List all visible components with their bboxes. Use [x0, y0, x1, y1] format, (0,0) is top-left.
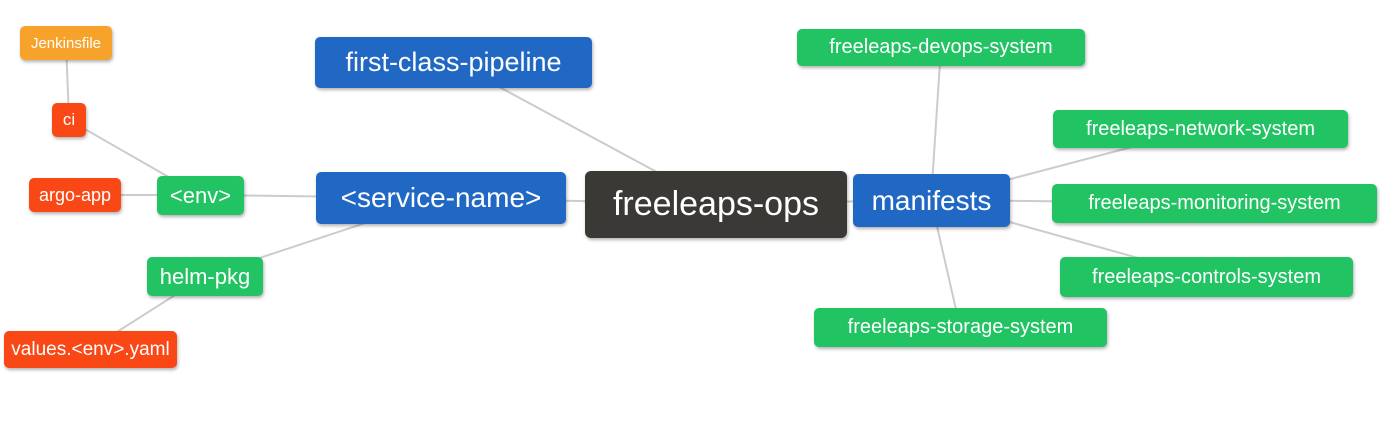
node-freeleaps-devops-system[interactable]: freeleaps-devops-system: [797, 29, 1085, 66]
node-helm-pkg[interactable]: helm-pkg: [147, 257, 263, 296]
node-manifests[interactable]: manifests: [853, 174, 1010, 227]
node-argo-app[interactable]: argo-app: [29, 178, 121, 212]
node-first-class-pipeline[interactable]: first-class-pipeline: [315, 37, 592, 88]
node-freeleaps-controls-system[interactable]: freeleaps-controls-system: [1060, 257, 1353, 297]
node-freeleaps-storage-system[interactable]: freeleaps-storage-system: [814, 308, 1107, 347]
node-values-env-yaml[interactable]: values.<env>.yaml: [4, 331, 177, 368]
node-service-name[interactable]: <service-name>: [316, 172, 566, 224]
node-freeleaps-monitoring-system[interactable]: freeleaps-monitoring-system: [1052, 184, 1377, 223]
node-ci[interactable]: ci: [52, 103, 86, 137]
node-freeleaps-network-system[interactable]: freeleaps-network-system: [1053, 110, 1348, 148]
node-freeleaps-ops-root[interactable]: freeleaps-ops: [585, 171, 847, 238]
node-env[interactable]: <env>: [157, 176, 244, 215]
node-jenkinsfile[interactable]: Jenkinsfile: [20, 26, 112, 60]
